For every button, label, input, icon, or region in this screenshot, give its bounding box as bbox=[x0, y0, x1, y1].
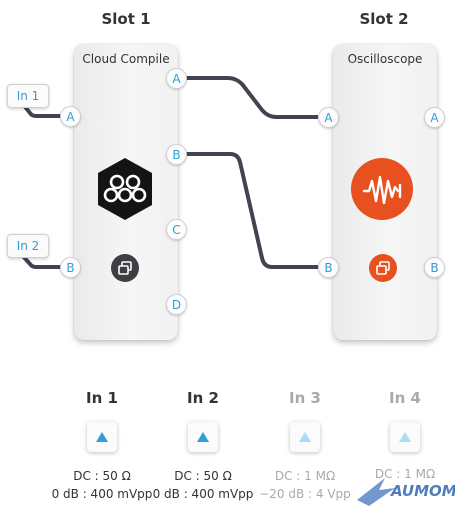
channel-3-range: −20 dB : 4 Vpp bbox=[259, 487, 351, 501]
channel-1-range: 0 dB : 400 mVpp bbox=[51, 487, 153, 501]
oscilloscope-logo-icon bbox=[351, 158, 413, 220]
slot-2-settings-button[interactable] bbox=[369, 254, 397, 282]
slot-1-output-c-port[interactable]: C bbox=[166, 219, 187, 240]
slot-1-output-d-port[interactable]: D bbox=[166, 294, 187, 315]
triangle-up-icon bbox=[399, 432, 411, 442]
channel-1-label: In 1 bbox=[86, 389, 118, 407]
channel-2-range: 0 dB : 400 mVpp bbox=[152, 487, 254, 501]
svg-text:AUMOM: AUMOM bbox=[390, 482, 455, 500]
channel-1-toggle-button[interactable] bbox=[87, 422, 117, 452]
slot-2-input-b-port[interactable]: B bbox=[318, 257, 339, 278]
slot-1-input-a-port[interactable]: A bbox=[60, 106, 81, 127]
channel-4-label: In 4 bbox=[389, 389, 421, 407]
wire-slot1-b-to-slot2-b bbox=[186, 152, 318, 269]
slot-1-output-b-port[interactable]: B bbox=[166, 144, 187, 165]
window-stack-icon bbox=[376, 261, 390, 275]
wire-slot1-a-to-slot2-a bbox=[186, 76, 318, 119]
wire-in1-to-slot1-a bbox=[20, 101, 64, 118]
channel-4-coupling: DC : 1 MΩ bbox=[374, 467, 436, 481]
slot-2-input-a-port[interactable]: A bbox=[318, 107, 339, 128]
watermark-logo: AUMOM bbox=[357, 478, 455, 506]
channel-1-coupling: DC : 50 Ω bbox=[73, 469, 131, 483]
slot-2-title: Slot 2 bbox=[359, 10, 409, 28]
triangle-up-icon bbox=[96, 432, 108, 442]
slot-2-output-b-port[interactable]: B bbox=[424, 257, 445, 278]
slot-1-output-a-port[interactable]: A bbox=[166, 68, 187, 89]
slot-2-module-title: Oscilloscope bbox=[347, 52, 423, 66]
channel-2-coupling: DC : 50 Ω bbox=[174, 469, 232, 483]
wire-in2-to-slot1-b bbox=[20, 253, 64, 269]
slot-1-title: Slot 1 bbox=[101, 10, 151, 28]
slot-2-output-a-port[interactable]: A bbox=[424, 107, 445, 128]
triangle-up-icon bbox=[197, 432, 209, 442]
slot-1-module-title: Cloud Compile bbox=[82, 52, 170, 66]
channel-3-toggle-button[interactable] bbox=[290, 422, 320, 452]
input-tag-in-2[interactable]: In 2 bbox=[7, 234, 49, 258]
channel-2-label: In 2 bbox=[187, 389, 219, 407]
channel-3-coupling: DC : 1 MΩ bbox=[274, 469, 336, 483]
cloud-compile-logo-icon bbox=[98, 158, 152, 220]
window-stack-icon bbox=[118, 261, 132, 275]
triangle-up-icon bbox=[299, 432, 311, 442]
slot-1-input-b-port[interactable]: B bbox=[60, 257, 81, 278]
channel-4-toggle-button[interactable] bbox=[390, 422, 420, 452]
slot-1-settings-button[interactable] bbox=[111, 254, 139, 282]
channel-2-toggle-button[interactable] bbox=[188, 422, 218, 452]
channel-3-label: In 3 bbox=[289, 389, 321, 407]
input-tag-in-1[interactable]: In 1 bbox=[7, 84, 49, 108]
